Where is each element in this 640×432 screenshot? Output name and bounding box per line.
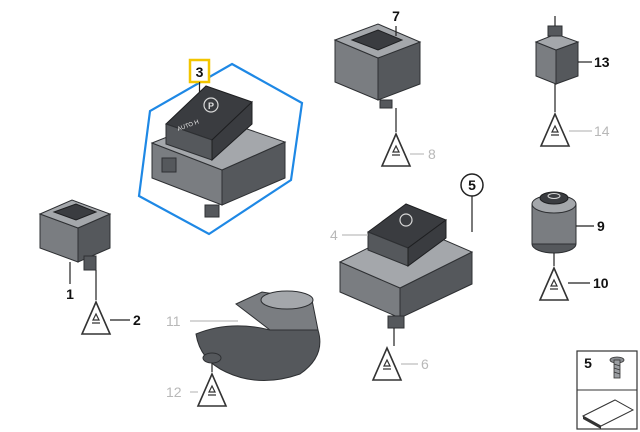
parking-symbol: P xyxy=(208,101,214,111)
esd-warning-icon-6 xyxy=(371,346,403,381)
callout-12[interactable]: 12 xyxy=(166,384,182,400)
callout-6[interactable]: 6 xyxy=(421,356,429,372)
callout-1[interactable]: 1 xyxy=(66,286,74,302)
callout-4[interactable]: 4 xyxy=(330,227,338,243)
part-3-highlight-frame xyxy=(137,62,304,236)
callout-7[interactable]: 7 xyxy=(392,8,400,24)
part-7-switch[interactable] xyxy=(333,23,422,109)
callout-3[interactable]: 3 xyxy=(196,64,204,80)
part-11-cover[interactable] xyxy=(195,290,321,382)
part-3-parking-brake-switch[interactable]: P AUTO H xyxy=(137,62,304,236)
callout-11[interactable]: 11 xyxy=(166,313,181,329)
callout-8[interactable]: 8 xyxy=(428,146,436,162)
screw-icon xyxy=(609,356,625,379)
parking-brake-switch-icon xyxy=(203,97,219,113)
esd-warning-icon-14 xyxy=(539,112,571,147)
callout-9[interactable]: 9 xyxy=(597,218,605,234)
callout-13[interactable]: 13 xyxy=(594,54,610,70)
callout-2[interactable]: 2 xyxy=(133,312,141,328)
esd-warning-icon-12 xyxy=(196,372,228,407)
callout-10[interactable]: 10 xyxy=(593,275,609,291)
callout-5[interactable]: 5 xyxy=(468,177,476,193)
callout-14[interactable]: 14 xyxy=(594,123,610,139)
part-4-parking-brake-switch[interactable] xyxy=(338,203,474,329)
esd-warning-icon-10 xyxy=(538,266,570,301)
part-9-round-button[interactable] xyxy=(531,191,577,254)
legend-box xyxy=(576,350,638,430)
part-13-connector[interactable] xyxy=(534,25,580,85)
esd-warning-icon-8 xyxy=(380,132,412,167)
legend-number: 5 xyxy=(584,355,592,371)
panel-icon xyxy=(581,399,635,429)
part-1-switch[interactable] xyxy=(38,199,112,271)
esd-warning-icon-2 xyxy=(80,300,112,335)
